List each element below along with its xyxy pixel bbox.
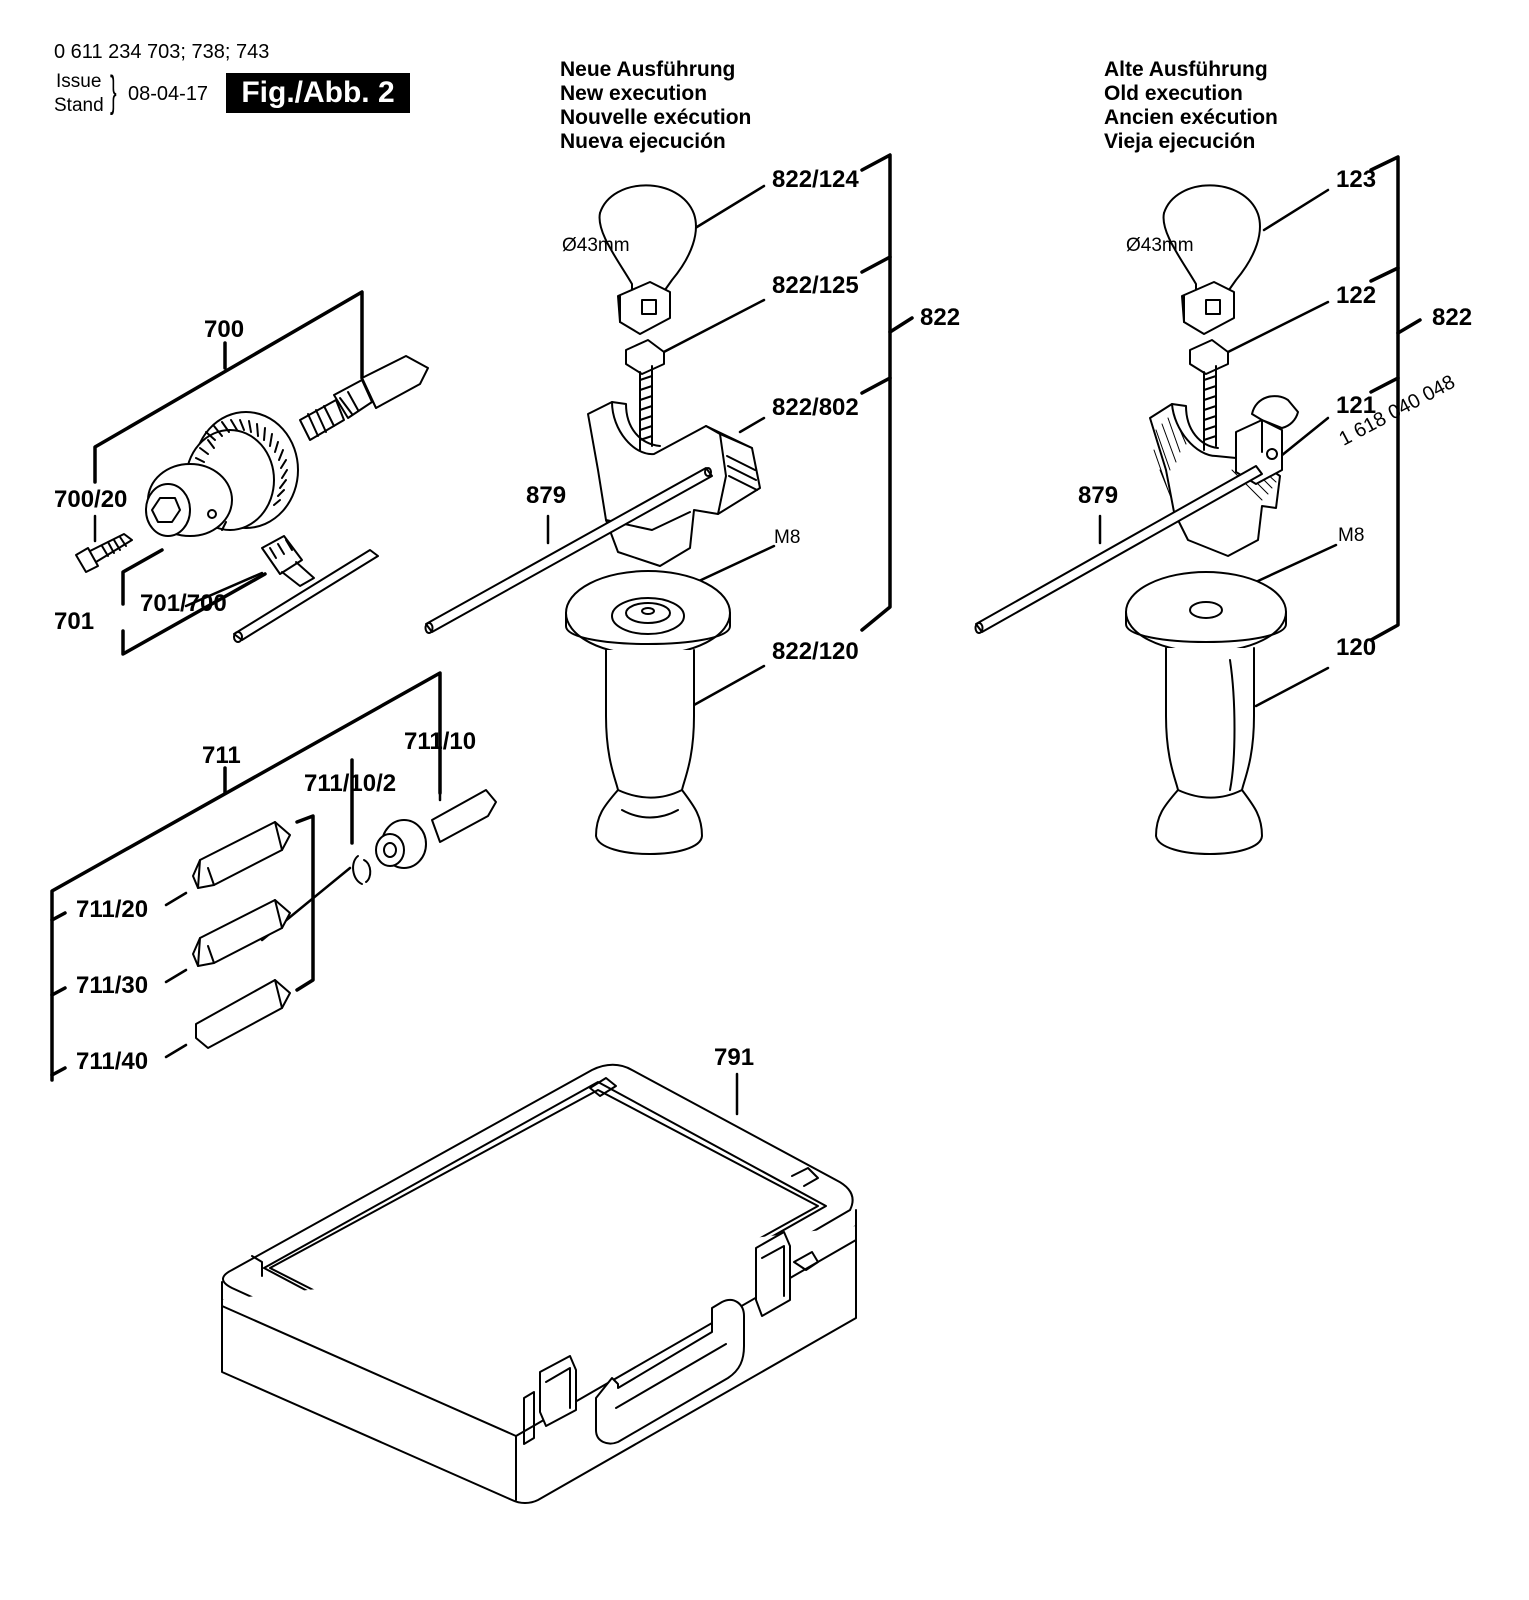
part-711: 711 <box>202 742 241 769</box>
new-version-heading-en: New execution <box>560 82 708 105</box>
old-thread-label: M8 <box>1338 525 1365 546</box>
bit-holder-drawing <box>352 789 497 885</box>
figure-label: Fig./Abb. 2 <box>226 73 410 113</box>
part-711-10-2: 711/10/2 <box>304 770 397 797</box>
part-822-120: 822/120 <box>772 638 859 665</box>
new-thread-label: M8 <box>774 527 801 548</box>
issue-date: 08-04-17 <box>128 83 209 105</box>
part-711-20: 711/20 <box>76 896 149 923</box>
part-120: 120 <box>1336 634 1377 661</box>
stand-label: Stand <box>54 95 104 116</box>
part-711-10: 711/10 <box>404 728 477 755</box>
issue-label: Issue <box>56 71 102 92</box>
part-123: 123 <box>1336 166 1377 193</box>
old-t-bolt-drawing <box>1189 339 1229 451</box>
key-group-bracket <box>121 548 267 656</box>
part-711-30: 711/30 <box>76 972 149 999</box>
bit-ph3-drawing <box>192 899 291 967</box>
part-700: 700 <box>204 316 245 343</box>
chuck-key-drawing <box>233 535 379 643</box>
old-version-bracket <box>1369 155 1422 642</box>
part-822-125: 822/125 <box>772 272 859 299</box>
sds-adapter-drawing <box>299 355 429 441</box>
drill-chuck-drawing <box>145 411 299 537</box>
part-822-124: 822/124 <box>772 166 859 193</box>
chuck-screw-drawing <box>75 533 133 573</box>
new-depth-band-drawing <box>598 184 697 335</box>
carrying-case-drawing <box>221 1063 857 1504</box>
new-version-heading-fr: Nouvelle exécution <box>560 106 752 129</box>
chuck-group-bracket <box>93 290 364 484</box>
new-t-bolt-drawing <box>625 339 665 451</box>
new-depth-rod-drawing <box>424 467 713 634</box>
part-122: 122 <box>1336 282 1377 309</box>
new-side-handle-drawing <box>565 570 731 855</box>
issue-brace: } <box>110 67 117 116</box>
part-822-new: 822 <box>920 304 961 331</box>
old-side-handle-drawing <box>1125 571 1287 855</box>
part-701-700: 701/700 <box>140 590 227 617</box>
part-711-40: 711/40 <box>76 1048 149 1075</box>
new-diameter-label: Ø43mm <box>562 235 630 256</box>
old-version-heading-de: Alte Ausführung <box>1104 58 1268 81</box>
new-version-heading-es: Nueva ejecución <box>560 130 726 153</box>
part-879-new: 879 <box>526 482 567 509</box>
new-version-heading-de: Neue Ausführung <box>560 58 736 81</box>
chuck-leader-lines <box>93 514 264 608</box>
part-700-20: 700/20 <box>54 486 128 513</box>
part-822-802: 822/802 <box>772 394 859 421</box>
old-version-heading-en: Old execution <box>1104 82 1243 105</box>
old-diameter-label: Ø43mm <box>1126 235 1194 256</box>
part-791: 791 <box>714 1044 755 1071</box>
model-numbers: 0 611 234 703; 738; 743 <box>54 41 270 63</box>
old-version-heading-fr: Ancien exécution <box>1104 106 1278 129</box>
part-121: 121 <box>1336 392 1377 419</box>
old-depth-band-drawing <box>1162 184 1261 335</box>
new-clamp-body-drawing <box>587 401 761 567</box>
part-879-old: 879 <box>1078 482 1119 509</box>
old-version-heading-es: Vieja ejecución <box>1104 130 1256 153</box>
bit-ph2-drawing <box>192 821 291 889</box>
part-822-old: 822 <box>1432 304 1473 331</box>
bit-slotted-drawing <box>195 979 291 1049</box>
part-701: 701 <box>54 608 95 635</box>
new-version-leader-lines <box>546 184 776 707</box>
bit-leader-lines <box>164 766 442 1059</box>
old-clamp-body-drawing <box>1149 395 1299 557</box>
new-version-bracket <box>860 153 914 632</box>
old-depth-rod-drawing <box>974 465 1263 634</box>
